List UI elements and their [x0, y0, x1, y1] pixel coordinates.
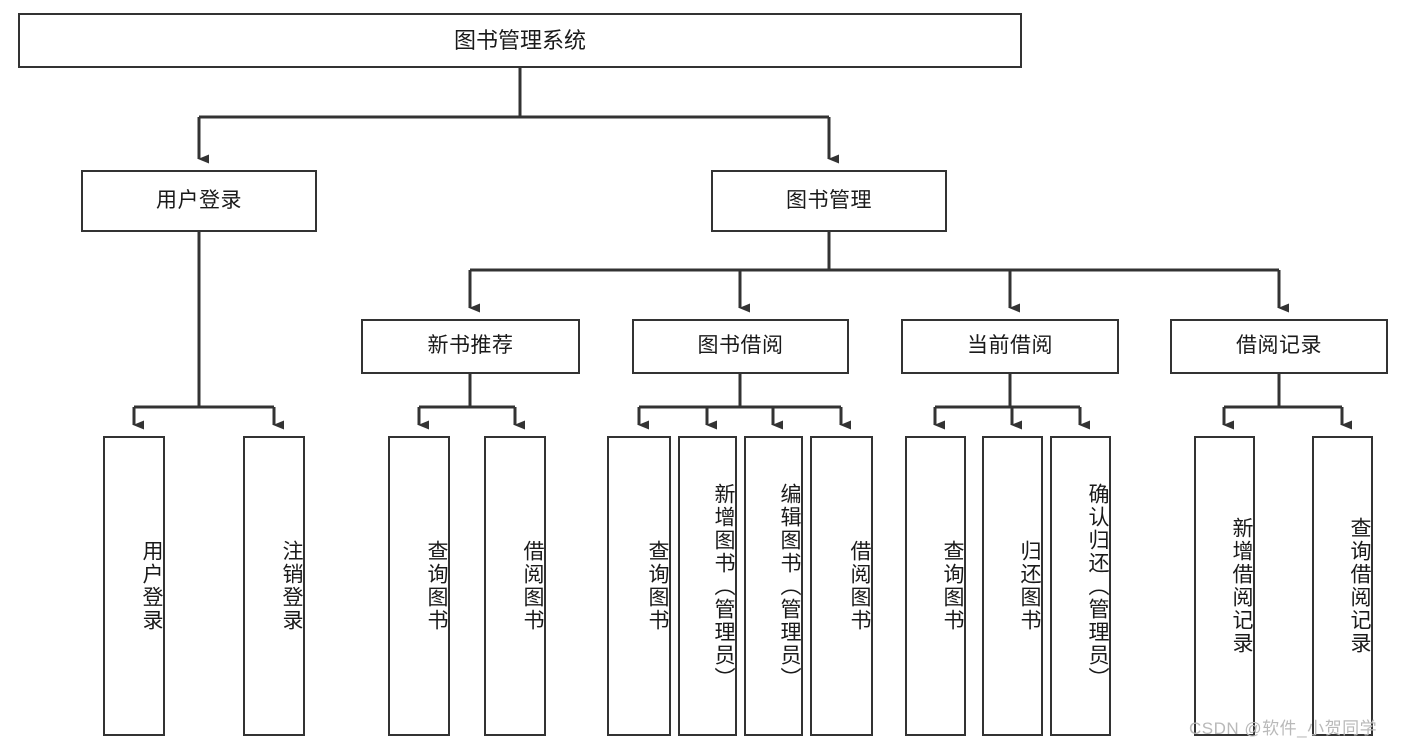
leaf-label: 用户登录	[140, 540, 163, 632]
node-current-borrow[interactable]: 当前借阅	[901, 319, 1119, 374]
node-new-book-recommend[interactable]: 新书推荐	[361, 319, 580, 374]
leaf-leaf-query-book-2[interactable]: 查询图书	[607, 436, 671, 736]
node-label: 新书推荐	[427, 334, 514, 358]
leaf-leaf-user-login[interactable]: 用户登录	[103, 436, 165, 736]
leaf-label: 新增图书（管理员）	[712, 482, 735, 690]
leaf-leaf-edit-book-admin[interactable]: 编辑图书（管理员）	[744, 436, 803, 736]
leaf-label: 查询借阅记录	[1348, 517, 1371, 655]
leaf-label: 归还图书	[1018, 540, 1041, 632]
leaf-label: 注销登录	[280, 540, 303, 632]
leaf-label: 新增借阅记录	[1230, 517, 1253, 655]
node-root[interactable]: 图书管理系统	[18, 13, 1022, 68]
leaf-leaf-query-borrow-record[interactable]: 查询借阅记录	[1312, 436, 1373, 736]
node-label: 图书管理	[786, 188, 872, 212]
leaf-leaf-query-book-1[interactable]: 查询图书	[388, 436, 450, 736]
leaf-leaf-return-book[interactable]: 归还图书	[982, 436, 1043, 736]
node-user-login[interactable]: 用户登录	[81, 170, 317, 232]
node-label: 用户登录	[156, 188, 242, 212]
csdn-watermark: CSDN @软件_小贺同学	[1189, 719, 1378, 738]
leaf-label: 查询图书	[941, 540, 964, 632]
node-borrow-record[interactable]: 借阅记录	[1170, 319, 1388, 374]
leaf-label: 借阅图书	[521, 540, 544, 632]
leaf-label: 编辑图书（管理员）	[778, 482, 801, 690]
leaf-leaf-user-logout[interactable]: 注销登录	[243, 436, 305, 736]
leaf-label: 确认归还（管理员）	[1086, 482, 1109, 690]
node-book-borrow[interactable]: 图书借阅	[632, 319, 849, 374]
node-label: 当前借阅	[967, 334, 1053, 358]
leaf-leaf-confirm-return-admin[interactable]: 确认归还（管理员）	[1050, 436, 1111, 736]
leaf-label: 查询图书	[425, 540, 448, 632]
leaf-leaf-query-book-3[interactable]: 查询图书	[905, 436, 966, 736]
leaf-leaf-borrow-book-2[interactable]: 借阅图书	[810, 436, 873, 736]
leaf-label: 查询图书	[646, 540, 669, 632]
node-root-label: 图书管理系统	[453, 27, 586, 53]
node-book-manage[interactable]: 图书管理	[711, 170, 947, 232]
node-label: 借阅记录	[1236, 334, 1322, 358]
leaf-leaf-add-book-admin[interactable]: 新增图书（管理员）	[678, 436, 737, 736]
leaf-leaf-add-borrow-record[interactable]: 新增借阅记录	[1194, 436, 1255, 736]
leaf-leaf-borrow-book-1[interactable]: 借阅图书	[484, 436, 546, 736]
leaf-label: 借阅图书	[848, 540, 871, 632]
node-label: 图书借阅	[697, 334, 784, 358]
